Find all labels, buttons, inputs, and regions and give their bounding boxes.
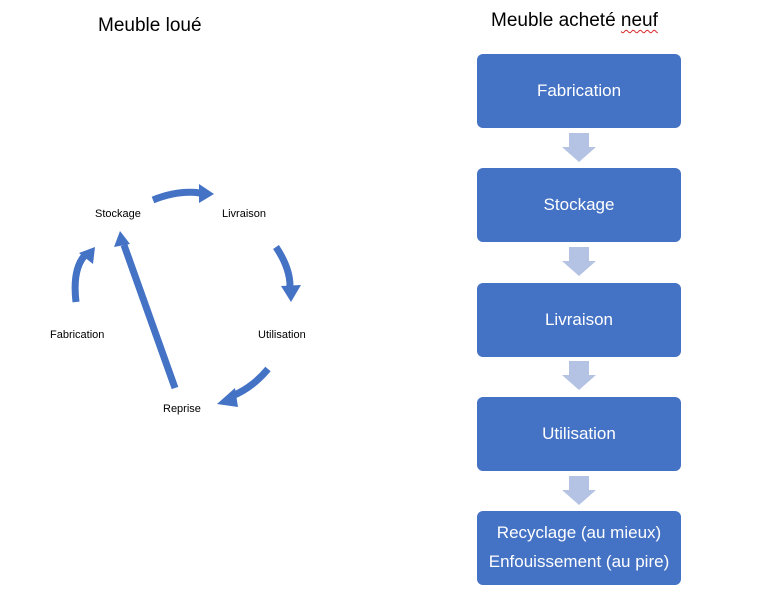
arrow-utilisation-to-reprise (217, 366, 271, 407)
node-utilisation: Utilisation (258, 329, 306, 341)
step-label: Stockage (543, 194, 615, 214)
arrow-fabrication-to-stockage (71, 247, 95, 303)
node-fabrication: Fabrication (50, 329, 105, 341)
process-step-utilisation: Utilisation (477, 397, 681, 471)
node-livraison: Livraison (222, 208, 267, 220)
step-label: Utilisation (542, 423, 616, 443)
node-reprise: Reprise (163, 403, 201, 415)
node-stockage: Stockage (95, 208, 141, 220)
right-title-text: Meuble acheté (491, 10, 621, 31)
down-arrow-1 (562, 133, 596, 162)
step-label: Livraison (544, 309, 614, 329)
step-label-line2: Enfouissement (au pire) (488, 552, 670, 571)
process-step-stockage: Stockage (477, 168, 681, 242)
step-label: Fabrication (536, 80, 622, 100)
process-step-livraison: Livraison (477, 283, 681, 357)
right-title-marked-word: neuf (620, 10, 658, 31)
down-arrow-2 (562, 247, 596, 276)
right-diagram-title: Meuble acheté neuf (491, 10, 658, 32)
arrow-livraison-to-utilisation (273, 245, 301, 302)
process-step-fabrication: Fabrication (477, 54, 681, 128)
process-step-recyclage: Recyclage (au mieux) Enfouissement (au p… (477, 511, 681, 585)
left-diagram-title: Meuble loué (98, 15, 202, 36)
down-arrow-3 (562, 361, 596, 390)
step-label-line1: Recyclage (au mieux) (496, 523, 662, 543)
arrow-reprise-to-stockage (114, 231, 179, 390)
down-arrow-4 (562, 476, 596, 505)
arrow-stockage-to-livraison (151, 184, 214, 204)
